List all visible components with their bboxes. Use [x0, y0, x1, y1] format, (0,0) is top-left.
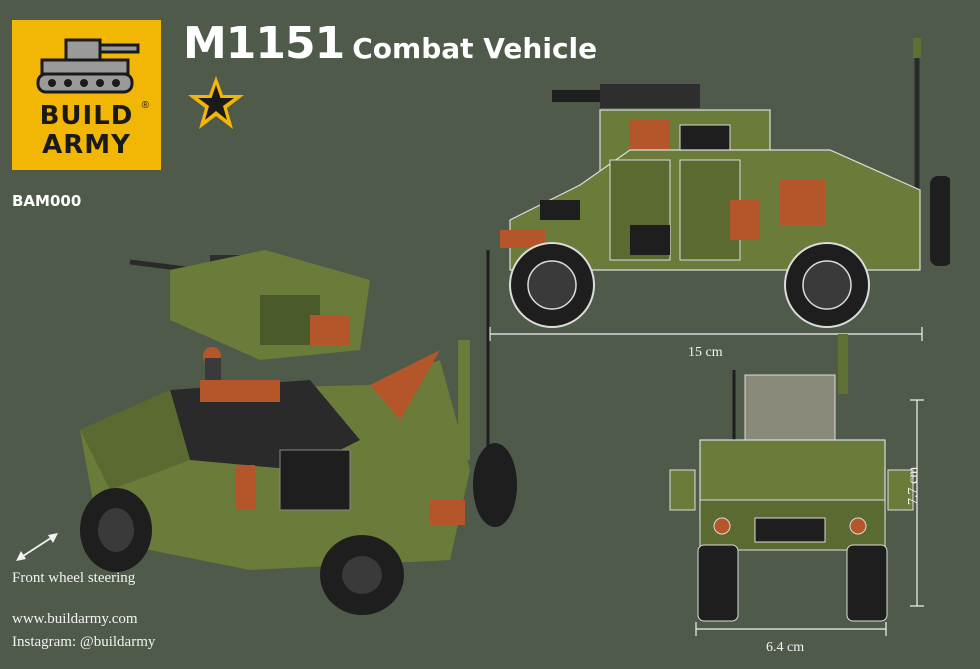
brand-logo: BUILD ARMY ®	[12, 20, 161, 170]
model-name: M1151	[183, 18, 345, 69]
height-dimension-line	[910, 399, 924, 607]
vehicle-front-view	[669, 334, 914, 622]
width-label: 6.4 cm	[766, 640, 805, 655]
vehicle-model-angle-view	[80, 250, 517, 615]
feature-label: Front wheel steering	[12, 570, 136, 586]
instagram-handle[interactable]: Instagram: @buildarmy	[12, 634, 156, 650]
tank-icon	[36, 38, 140, 94]
brand-line-build: BUILD	[39, 101, 134, 131]
registered-mark: ®	[141, 100, 149, 111]
length-label: 15 cm	[688, 345, 723, 360]
website-link[interactable]: www.buildarmy.com	[12, 611, 138, 627]
vehicle-side-view	[486, 38, 950, 330]
star-icon	[188, 76, 244, 129]
height-label: 7.7 cm	[906, 466, 921, 505]
model-subtitle: Combat Vehicle	[352, 32, 598, 65]
width-dimension-line	[695, 622, 887, 636]
product-code: BAM000	[12, 192, 82, 210]
double-arrow-icon	[16, 533, 58, 561]
length-dimension-line	[489, 327, 923, 341]
brand-line-army: ARMY	[42, 130, 131, 160]
